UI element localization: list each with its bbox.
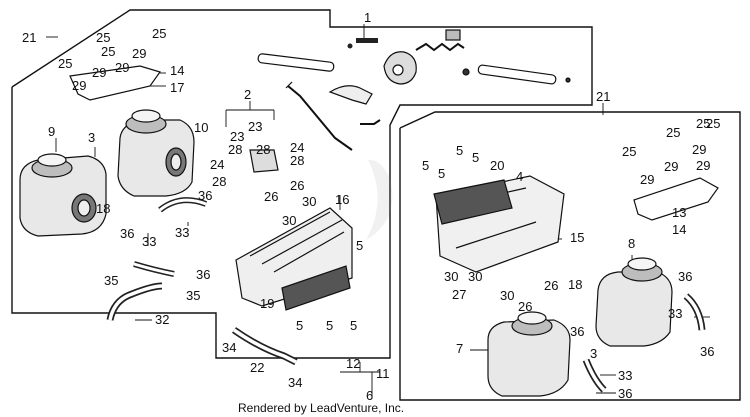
callout-21: 21 (596, 89, 610, 104)
callout-30: 30 (302, 194, 316, 209)
callout-30: 30 (282, 213, 296, 228)
callout-18: 18 (568, 277, 582, 292)
callout-15: 15 (570, 230, 584, 245)
callout-18: 18 (96, 201, 110, 216)
callout-20: 20 (490, 158, 504, 173)
callout-25: 25 (58, 56, 72, 71)
callout-30: 30 (500, 288, 514, 303)
callout-12: 12 (346, 356, 360, 371)
callout-30: 30 (444, 269, 458, 284)
callout-29: 29 (640, 172, 654, 187)
callout-26: 26 (544, 278, 558, 293)
callout-36: 36 (618, 386, 632, 401)
callout-29: 29 (692, 142, 706, 157)
callout-16: 16 (335, 192, 349, 207)
callout-10: 10 (194, 120, 208, 135)
throttle-linkage (257, 29, 571, 151)
callout-29: 29 (664, 159, 678, 174)
callout-5: 5 (422, 158, 429, 173)
callout-8: 8 (628, 236, 635, 251)
callout-5: 5 (438, 166, 445, 181)
right-carburetors (487, 177, 719, 397)
callout-32: 32 (155, 312, 169, 327)
callout-6: 6 (366, 388, 373, 403)
callout-28: 28 (256, 142, 270, 157)
callout-11: 11 (376, 366, 390, 381)
callout-14: 14 (672, 222, 686, 237)
callout-25: 25 (666, 125, 680, 140)
callout-34: 34 (288, 375, 302, 390)
left-carburetors (19, 65, 195, 237)
callout-4: 4 (516, 169, 523, 184)
callout-25: 25 (696, 116, 710, 131)
callout-5: 5 (296, 318, 303, 333)
callout-29: 29 (115, 60, 129, 75)
callout-13: 13 (672, 205, 686, 220)
callout-7: 7 (456, 341, 463, 356)
callout-21: 21 (22, 30, 36, 45)
callout-5: 5 (350, 318, 357, 333)
callout-22: 22 (250, 360, 264, 375)
callout-29: 29 (132, 46, 146, 61)
callout-27: 27 (452, 287, 466, 302)
callout-30: 30 (468, 269, 482, 284)
callout-3: 3 (88, 130, 95, 145)
right-group-outline (399, 111, 741, 401)
callout-29: 29 (72, 78, 86, 93)
callout-2: 2 (244, 87, 251, 102)
callout-26: 26 (264, 189, 278, 204)
callout-36: 36 (570, 324, 584, 339)
callout-14: 14 (170, 63, 184, 78)
callout-28: 28 (212, 174, 226, 189)
callout-36: 36 (196, 267, 210, 282)
callout-5: 5 (472, 150, 479, 165)
callout-19: 19 (260, 296, 274, 311)
callout-1: 1 (364, 10, 371, 25)
left-hoses (106, 149, 298, 366)
callout-26: 26 (518, 299, 532, 314)
callout-29: 29 (696, 158, 710, 173)
callout-26: 26 (290, 178, 304, 193)
callout-5: 5 (456, 143, 463, 158)
callout-36: 36 (678, 269, 692, 284)
callout-28: 28 (290, 153, 304, 168)
callout-35: 35 (104, 273, 118, 288)
callout-3: 3 (590, 346, 597, 361)
callout-24: 24 (290, 140, 304, 155)
watermark-logo (366, 159, 393, 240)
callout-25: 25 (706, 116, 720, 131)
callout-25: 25 (152, 26, 166, 41)
callout-29: 29 (92, 65, 106, 80)
callout-23: 23 (230, 129, 244, 144)
callout-28: 28 (228, 142, 242, 157)
callout-25: 25 (101, 44, 115, 59)
callout-35: 35 (186, 288, 200, 303)
callout-25: 25 (622, 144, 636, 159)
render-credit: Rendered by LeadVenture, Inc. (238, 401, 404, 415)
callout-36: 36 (198, 188, 212, 203)
callout-9: 9 (48, 124, 55, 139)
callout-36: 36 (120, 226, 134, 241)
callout-5: 5 (326, 318, 333, 333)
right-hoses (582, 293, 706, 393)
group-outlines (11, 9, 741, 401)
left-group-outline (11, 9, 593, 359)
callout-33: 33 (175, 225, 189, 240)
callout-33: 33 (142, 234, 156, 249)
callout-17: 17 (170, 80, 184, 95)
right-air-chamber (433, 175, 565, 273)
callout-25: 25 (96, 30, 110, 45)
callout-23: 23 (248, 119, 262, 134)
left-air-chamber (235, 207, 353, 311)
callout-34: 34 (222, 340, 236, 355)
callout-5: 5 (356, 238, 363, 253)
callout-36: 36 (700, 344, 714, 359)
callout-24: 24 (210, 157, 224, 172)
callout-33: 33 (618, 368, 632, 383)
callout-33: 33 (668, 306, 682, 321)
